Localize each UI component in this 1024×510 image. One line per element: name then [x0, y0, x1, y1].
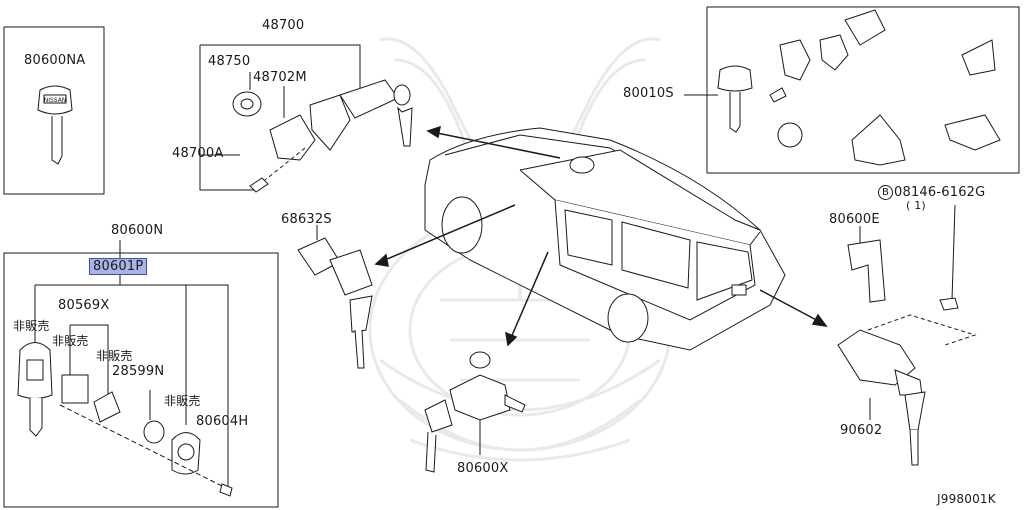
- label-08146-qty: ( 1): [906, 199, 926, 212]
- rear-lock-90602: [837, 204, 977, 466]
- vehicle-outline: [424, 127, 786, 351]
- label-68632S: 68632S: [281, 212, 332, 227]
- label-80604H: 80604H: [196, 414, 249, 429]
- label-48750: 48750: [208, 54, 251, 69]
- key-80600NA-drawing: [37, 85, 73, 165]
- label-not-for-sale-2: 非販売: [52, 334, 89, 348]
- diagram-code: J998001K: [937, 492, 996, 506]
- label-80600NA: 80600NA: [24, 53, 86, 68]
- ignition-assembly-48700: [199, 44, 413, 193]
- label-80569X: 80569X: [58, 298, 110, 313]
- label-90602: 90602: [840, 423, 883, 438]
- circle-b-icon: B: [878, 185, 893, 200]
- frame-80600NA: [3, 26, 105, 195]
- frame-80010S: [706, 6, 1020, 174]
- label-not-for-sale-4: 非販売: [164, 394, 201, 408]
- door-lock-68632S: [297, 225, 373, 369]
- key-brand-label: NISSAN: [44, 97, 67, 104]
- label-80601P-highlighted[interactable]: 80601P: [89, 258, 148, 275]
- door-lock-80600X: [424, 351, 526, 473]
- label-80600E: 80600E: [829, 212, 880, 227]
- label-08146-number: 08146-6162G: [894, 185, 986, 200]
- label-48700A: 48700A: [172, 146, 224, 161]
- lock-kit-80010S: [684, 9, 1001, 166]
- key-kit-80600N: [17, 240, 233, 497]
- label-80010S: 80010S: [623, 86, 674, 101]
- label-80600X: 80600X: [457, 461, 509, 476]
- label-28599N: 28599N: [112, 364, 165, 379]
- label-48702M: 48702M: [253, 70, 307, 85]
- label-80600N: 80600N: [111, 223, 164, 238]
- callout-arrows: [374, 125, 828, 347]
- label-not-for-sale-3: 非販売: [96, 349, 133, 363]
- frame-80600N: [3, 252, 279, 508]
- label-not-for-sale-1: 非販売: [13, 319, 50, 333]
- label-48700: 48700: [262, 18, 305, 33]
